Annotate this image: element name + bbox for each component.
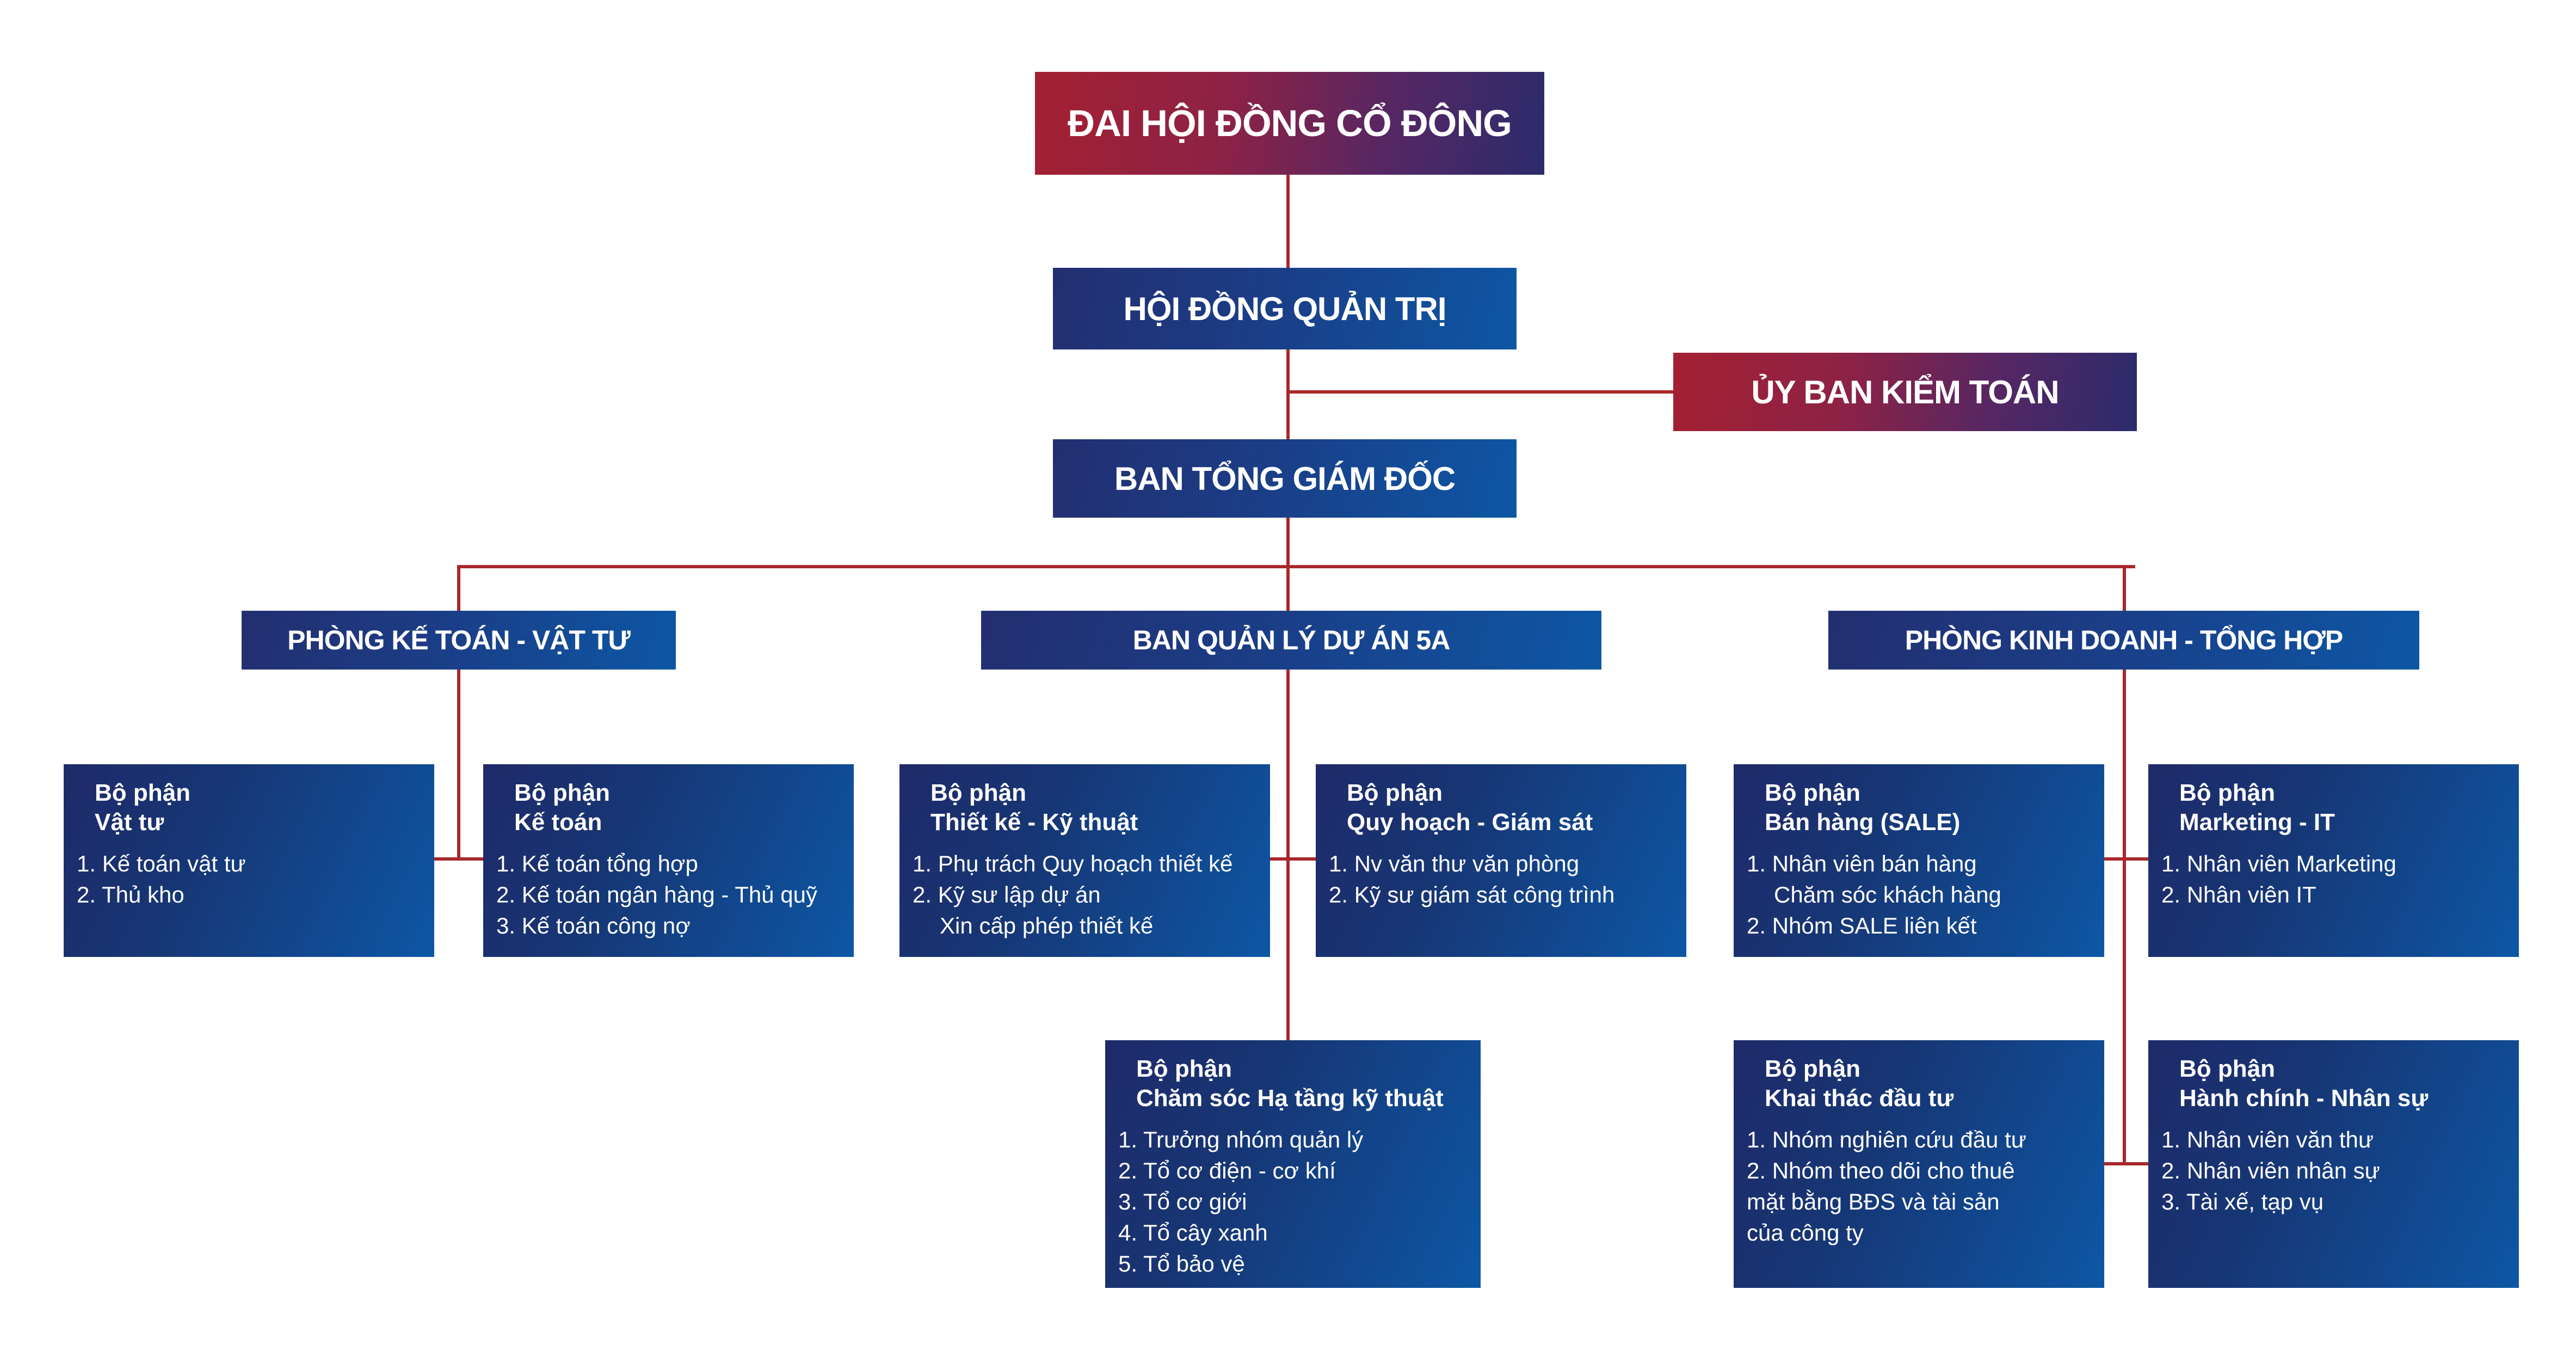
unit-item: 3. Tổ cơ giới xyxy=(1118,1189,1247,1214)
unit-box-investment-exploitation: Bộ phận Khai thác đầu tư 1. Nhóm nghiên … xyxy=(1734,1040,2104,1288)
node-shareholders-label: ĐAI HỘI ĐỒNG CỔ ĐÔNG xyxy=(1068,102,1512,144)
connector-departments-bus xyxy=(457,565,2135,568)
unit-item: 5. Tổ bảo vệ xyxy=(1118,1251,1245,1276)
unit-list: 1. Nhóm nghiên cứu đầu tư 2. Nhóm theo dõ… xyxy=(1747,1124,2093,1248)
unit-item: 2. Nhân viên IT xyxy=(2161,882,2316,907)
unit-title-name: Bán hàng (SALE) xyxy=(1765,809,1961,836)
unit-title-prefix: Bộ phận xyxy=(1765,1055,1860,1082)
unit-list: 1. Nhân viên Marketing 2. Nhân viên IT xyxy=(2161,848,2508,910)
connector-stub-sales-marketing xyxy=(2104,857,2148,861)
dept-header-accounting-materials: PHÒNG KẾ TOÁN - VẬT TƯ xyxy=(242,611,676,670)
unit-item: 3. Kế toán công nợ xyxy=(496,913,691,938)
node-audit-committee-label: ỦY BAN KIỂM TOÁN xyxy=(1751,373,2059,410)
connector-left-branch xyxy=(457,565,460,859)
unit-item: Chăm sóc khách hàng xyxy=(1774,882,2001,907)
unit-item: 1. Nv văn thư văn phòng xyxy=(1329,851,1580,876)
unit-item: 1. Phụ trách Quy hoạch thiết kế xyxy=(913,851,1233,876)
unit-title: Bộ phận Thiết kế - Kỹ thuật xyxy=(913,778,1259,837)
unit-title-name: Hành chính - Nhân sự xyxy=(2179,1085,2429,1112)
unit-list: 1. Phụ trách Quy hoạch thiết kế 2. Kỹ sư … xyxy=(913,848,1259,941)
unit-title-name: Quy hoạch - Giám sát xyxy=(1347,809,1593,836)
connector-board-executive xyxy=(1286,349,1290,439)
unit-title-prefix: Bộ phận xyxy=(514,779,610,806)
unit-title-prefix: Bộ phận xyxy=(2179,1055,2275,1082)
unit-box-admin-hr: Bộ phận Hành chính - Nhân sự 1. Nhân viê… xyxy=(2148,1040,2519,1288)
unit-title-prefix: Bộ phận xyxy=(1136,1055,1232,1082)
node-executive-board-label: BAN TỔNG GIÁM ĐỐC xyxy=(1114,460,1456,497)
unit-title-prefix: Bộ phận xyxy=(2179,779,2275,806)
unit-item: 2. Nhóm SALE liên kết xyxy=(1747,913,1977,938)
unit-box-planning-supervision: Bộ phận Quy hoạch - Giám sát 1. Nv văn t… xyxy=(1316,764,1686,957)
unit-item: mặt bằng BĐS và tài sản xyxy=(1747,1189,2000,1214)
unit-title-prefix: Bộ phận xyxy=(95,779,190,806)
node-executive-board: BAN TỔNG GIÁM ĐỐC xyxy=(1053,439,1517,518)
dept-header-project-5a-label: BAN QUẢN LÝ DỰ ÁN 5A xyxy=(1132,625,1451,655)
unit-list: 1. Trưởng nhóm quản lý 2. Tổ cơ điện - cơ… xyxy=(1118,1124,1470,1279)
unit-title-prefix: Bộ phận xyxy=(1765,779,1860,806)
unit-box-marketing-it: Bộ phận Marketing - IT 1. Nhân viên Mark… xyxy=(2148,764,2519,957)
unit-box-design-engineering: Bộ phận Thiết kế - Kỹ thuật 1. Phụ trách… xyxy=(899,764,1270,957)
unit-title-name: Chăm sóc Hạ tầng kỹ thuật xyxy=(1136,1085,1444,1112)
unit-item: 2. Thủ kho xyxy=(77,882,184,907)
dept-header-business-general: PHÒNG KINH DOANH - TỔNG HỢP xyxy=(1828,611,2419,670)
connector-stub-design-planning xyxy=(1270,857,1316,861)
unit-item: 1. Kế toán tổng hợp xyxy=(496,851,698,876)
node-board: HỘI ĐỒNG QUẢN TRỊ xyxy=(1053,268,1517,349)
unit-list: 1. Nv văn thư văn phòng 2. Kỹ sư giám sát… xyxy=(1329,848,1675,910)
unit-title-prefix: Bộ phận xyxy=(1347,779,1443,806)
connector-board-audit xyxy=(1286,390,1673,394)
unit-item: 2. Kế toán ngân hàng - Thủ quỹ xyxy=(496,882,818,907)
unit-list: 1. Kế toán tổng hợp 2. Kế toán ngân hàng … xyxy=(496,848,843,941)
unit-item: 2. Tổ cơ điện - cơ khí xyxy=(1118,1158,1336,1183)
unit-item: 2. Kỹ sư giám sát công trình xyxy=(1329,882,1615,907)
connector-shareholders-board xyxy=(1286,175,1290,268)
unit-title-prefix: Bộ phận xyxy=(930,779,1026,806)
unit-item: 1. Nhóm nghiên cứu đầu tư xyxy=(1747,1127,2026,1152)
unit-item: 2. Nhân viên nhân sự xyxy=(2161,1158,2380,1183)
node-board-label: HỘI ĐỒNG QUẢN TRỊ xyxy=(1123,290,1447,327)
unit-item: 1. Trưởng nhóm quản lý xyxy=(1118,1127,1364,1152)
unit-item: 2. Kỹ sư lập dự án xyxy=(913,882,1101,907)
unit-item: Xin cấp phép thiết kế xyxy=(940,913,1154,938)
unit-list: 1. Kế toán vật tư 2. Thủ kho xyxy=(77,848,423,910)
unit-item: 1. Nhân viên văn thư xyxy=(2161,1127,2374,1152)
unit-title-name: Khai thác đầu tư xyxy=(1765,1085,1954,1112)
dept-header-business-general-label: PHÒNG KINH DOANH - TỔNG HỢP xyxy=(1905,625,2344,655)
connector-executive-center-branch xyxy=(1286,518,1290,1040)
dept-header-accounting-materials-label: PHÒNG KẾ TOÁN - VẬT TƯ xyxy=(287,625,631,655)
unit-title: Bộ phận Kế toán xyxy=(496,778,843,837)
unit-title-name: Marketing - IT xyxy=(2179,809,2335,836)
unit-box-sales: Bộ phận Bán hàng (SALE) 1. Nhân viên bán… xyxy=(1734,764,2104,957)
unit-item: 1. Kế toán vật tư xyxy=(77,851,246,876)
unit-item: 1. Nhân viên bán hàng xyxy=(1747,851,1977,876)
node-audit-committee: ỦY BAN KIỂM TOÁN xyxy=(1673,353,2137,431)
unit-title: Bộ phận Quy hoạch - Giám sát xyxy=(1329,778,1675,837)
unit-title: Bộ phận Vật tư xyxy=(77,778,423,837)
unit-title: Bộ phận Marketing - IT xyxy=(2161,778,2508,837)
unit-title-name: Kế toán xyxy=(514,809,602,836)
unit-title: Bộ phận Chăm sóc Hạ tầng kỹ thuật xyxy=(1118,1054,1470,1113)
unit-box-accounting: Bộ phận Kế toán 1. Kế toán tổng hợp 2. Kế… xyxy=(483,764,854,957)
unit-list: 1. Nhân viên văn thư 2. Nhân viên nhân sự… xyxy=(2161,1124,2508,1217)
unit-box-materials: Bộ phận Vật tư 1. Kế toán vật tư 2. Thủ k… xyxy=(64,764,434,957)
unit-title-name: Thiết kế - Kỹ thuật xyxy=(930,809,1138,836)
unit-item: 2. Nhóm theo dõi cho thuê xyxy=(1747,1158,2015,1183)
unit-item: của công ty xyxy=(1747,1220,1864,1245)
unit-item: 1. Nhân viên Marketing xyxy=(2161,851,2396,876)
unit-box-infrastructure-care: Bộ phận Chăm sóc Hạ tầng kỹ thuật 1. Trư… xyxy=(1105,1040,1481,1288)
unit-title-name: Vật tư xyxy=(95,809,164,836)
connector-stub-materials-accounting xyxy=(434,857,483,861)
dept-header-project-5a: BAN QUẢN LÝ DỰ ÁN 5A xyxy=(981,611,1601,670)
unit-item: 4. Tổ cây xanh xyxy=(1118,1220,1268,1245)
connector-stub-investment-adminhr xyxy=(2104,1162,2148,1165)
unit-item: 3. Tài xế, tạp vụ xyxy=(2161,1189,2324,1214)
unit-title: Bộ phận Khai thác đầu tư xyxy=(1747,1054,2093,1113)
unit-title: Bộ phận Hành chính - Nhân sự xyxy=(2161,1054,2508,1113)
unit-title: Bộ phận Bán hàng (SALE) xyxy=(1747,778,2093,837)
node-shareholders: ĐAI HỘI ĐỒNG CỔ ĐÔNG xyxy=(1035,72,1544,175)
connector-right-branch xyxy=(2123,565,2126,1164)
